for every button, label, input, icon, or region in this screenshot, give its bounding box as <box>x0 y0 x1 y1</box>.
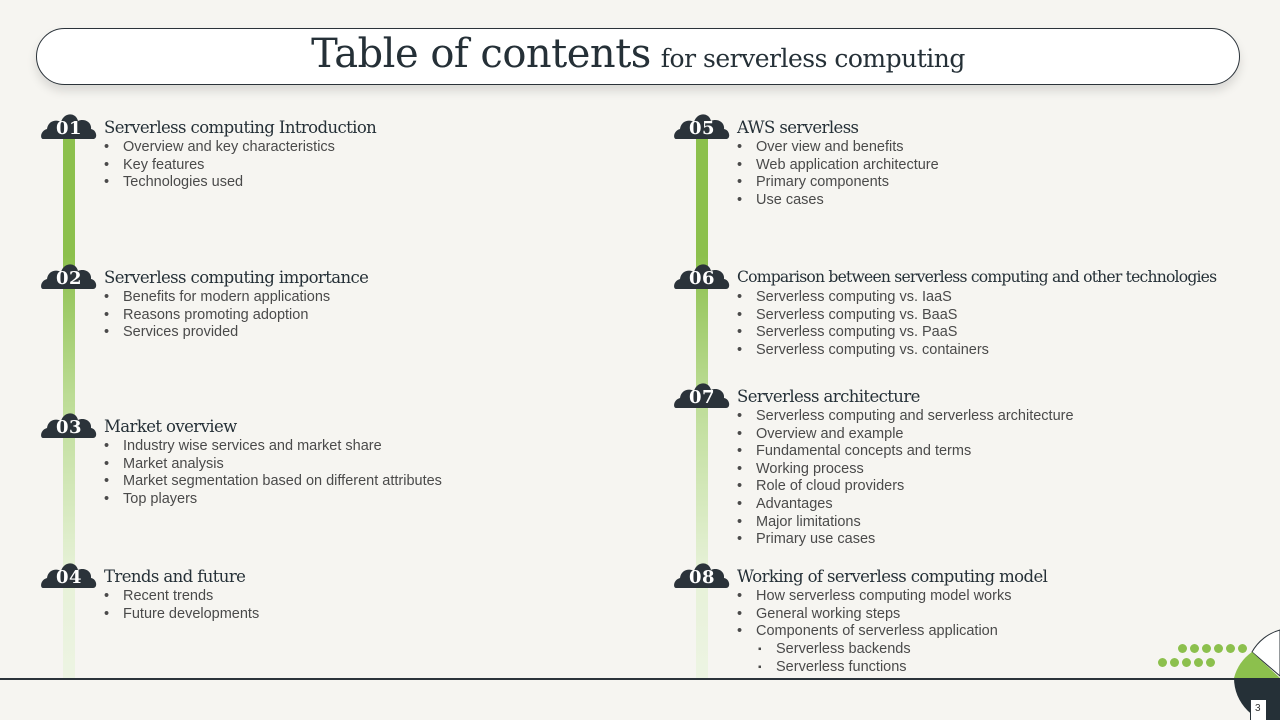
section-title: Comparison between serverless computing … <box>737 268 1217 286</box>
section-items: Industry wise services and market share … <box>104 438 442 508</box>
list-item: Benefits for modern applications <box>104 289 330 307</box>
section-items: Overview and key characteristics Key fea… <box>104 139 335 192</box>
list-item: Fundamental concepts and terms <box>737 443 1074 461</box>
list-item: Serverless computing vs. IaaS <box>737 289 989 307</box>
list-item: Role of cloud providers <box>737 478 1074 496</box>
section-items: Benefits for modern applications Reasons… <box>104 289 330 342</box>
list-item: General working steps <box>737 606 1011 624</box>
list-item: Primary use cases <box>737 531 1074 549</box>
list-item: Services provided <box>104 324 330 342</box>
section-number: 06 <box>688 268 716 289</box>
section-title: Serverless architecture <box>737 387 920 406</box>
list-item: Use cases <box>737 192 939 210</box>
section-title: Working of serverless computing model <box>737 567 1048 586</box>
timeline-line-left <box>63 136 75 678</box>
list-item: Key features <box>104 157 335 175</box>
list-item: How serverless computing model works <box>737 588 1011 606</box>
section-number: 08 <box>688 567 716 588</box>
list-item: Components of serverless application <box>737 623 1011 641</box>
section-title: Serverless computing Introduction <box>104 118 377 137</box>
section-items: How serverless computing model works Gen… <box>737 588 1011 641</box>
sub-list-item: Serverless backends <box>737 641 911 659</box>
list-item: Serverless computing vs. containers <box>737 342 989 360</box>
list-item: Market analysis <box>104 456 442 474</box>
list-item: Major limitations <box>737 514 1074 532</box>
list-item: Recent trends <box>104 588 259 606</box>
section-number: 05 <box>688 118 716 139</box>
list-item: Market segmentation based on different a… <box>104 473 442 491</box>
list-item: Over view and benefits <box>737 139 939 157</box>
cloud-icon: 05 <box>673 110 733 140</box>
cloud-icon: 07 <box>673 379 733 409</box>
section-title: Serverless computing importance <box>104 268 369 287</box>
title-banner: Table of contents for serverless computi… <box>36 28 1240 85</box>
page-title: Table of contents <box>311 31 651 77</box>
section-number: 02 <box>55 268 83 289</box>
list-item: Advantages <box>737 496 1074 514</box>
page-subtitle: for serverless computing <box>660 44 966 73</box>
cloud-icon: 03 <box>40 409 100 439</box>
list-item: Serverless computing and serverless arch… <box>737 408 1074 426</box>
cloud-icon: 06 <box>673 260 733 290</box>
section-items: Over view and benefits Web application a… <box>737 139 939 209</box>
list-item: Working process <box>737 461 1074 479</box>
list-item: Industry wise services and market share <box>104 438 442 456</box>
list-item: Primary components <box>737 174 939 192</box>
list-item: Overview and key characteristics <box>104 139 335 157</box>
cloud-icon: 04 <box>40 559 100 589</box>
section-title: Market overview <box>104 417 237 436</box>
section-number: 07 <box>688 387 716 408</box>
cloud-icon: 02 <box>40 260 100 290</box>
sub-list-item: Serverless functions <box>737 659 911 677</box>
list-item: Serverless computing vs. BaaS <box>737 307 989 325</box>
list-item: Web application architecture <box>737 157 939 175</box>
section-subitems: Serverless backends Serverless functions <box>737 641 911 676</box>
list-item: Technologies used <box>104 174 335 192</box>
section-number: 04 <box>55 567 83 588</box>
section-title: AWS serverless <box>737 118 859 137</box>
list-item: Overview and example <box>737 426 1074 444</box>
list-item: Future developments <box>104 606 259 624</box>
section-items: Recent trends Future developments <box>104 588 259 623</box>
section-title: Trends and future <box>104 567 246 586</box>
list-item: Top players <box>104 491 442 509</box>
corner-decoration <box>1232 628 1280 720</box>
section-number: 03 <box>55 417 83 438</box>
section-number: 01 <box>55 118 83 139</box>
list-item: Serverless computing vs. PaaS <box>737 324 989 342</box>
section-items: Serverless computing vs. IaaS Serverless… <box>737 289 989 359</box>
page-number: 3 <box>1250 700 1266 720</box>
cloud-icon: 08 <box>673 559 733 589</box>
cloud-icon: 01 <box>40 110 100 140</box>
footer-divider <box>0 678 1280 680</box>
section-items: Serverless computing and serverless arch… <box>737 408 1074 549</box>
list-item: Reasons promoting adoption <box>104 307 330 325</box>
